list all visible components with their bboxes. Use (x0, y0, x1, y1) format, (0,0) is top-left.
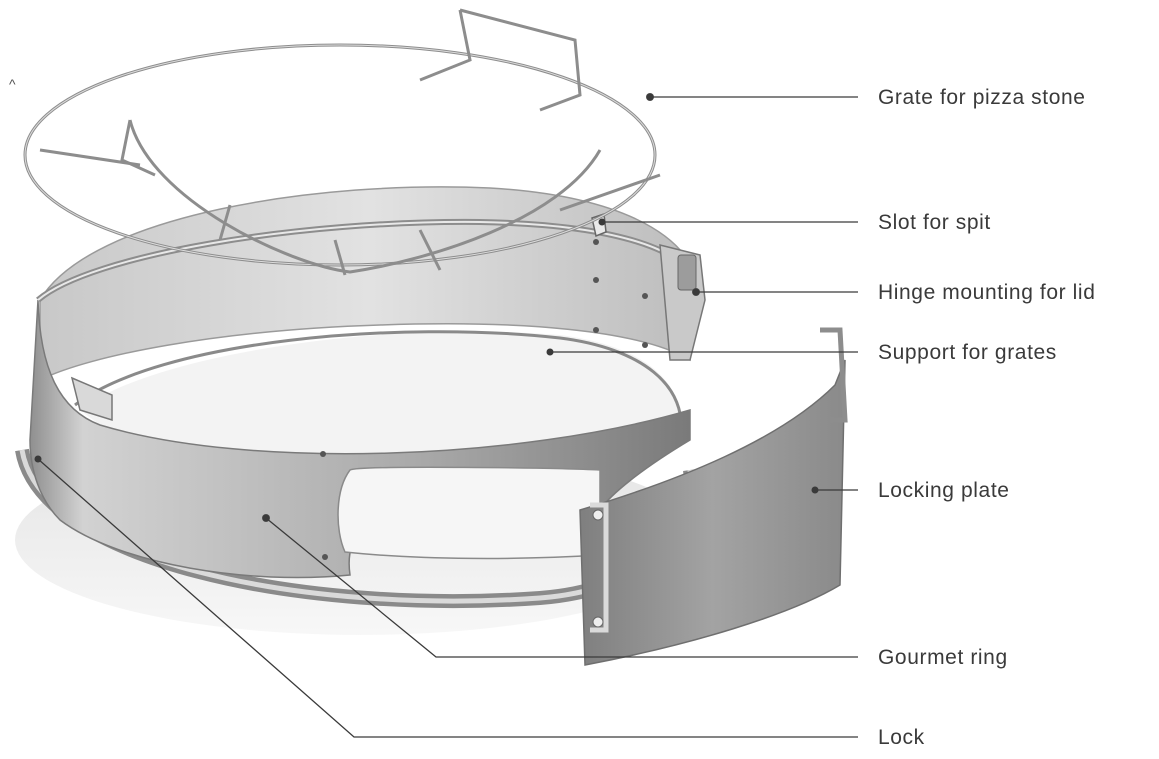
gourmet-ring-interior (80, 331, 682, 463)
corner-caret-mark: ^ (9, 76, 16, 92)
label-slot-for-spit: Slot for spit (878, 211, 991, 234)
label-hinge-mounting-for-lid: Hinge mounting for lid (878, 281, 1096, 304)
label-locking-plate: Locking plate (878, 479, 1010, 502)
leader-lock (37, 458, 858, 738)
gourmet-ring-front-wall (29, 218, 703, 579)
locking-plate-part (579, 327, 848, 666)
grate-support-rim (74, 330, 683, 441)
pizza-stone-grate (23, 8, 661, 276)
label-lock: Lock (878, 726, 925, 749)
leader-lines (34, 93, 858, 738)
label-support-for-grates: Support for grates (878, 341, 1057, 364)
label-gourmet-ring: Gourmet ring (878, 646, 1008, 669)
leader-gourmet-ring (265, 517, 858, 658)
label-grate-for-pizza-stone: Grate for pizza stone (878, 86, 1086, 109)
